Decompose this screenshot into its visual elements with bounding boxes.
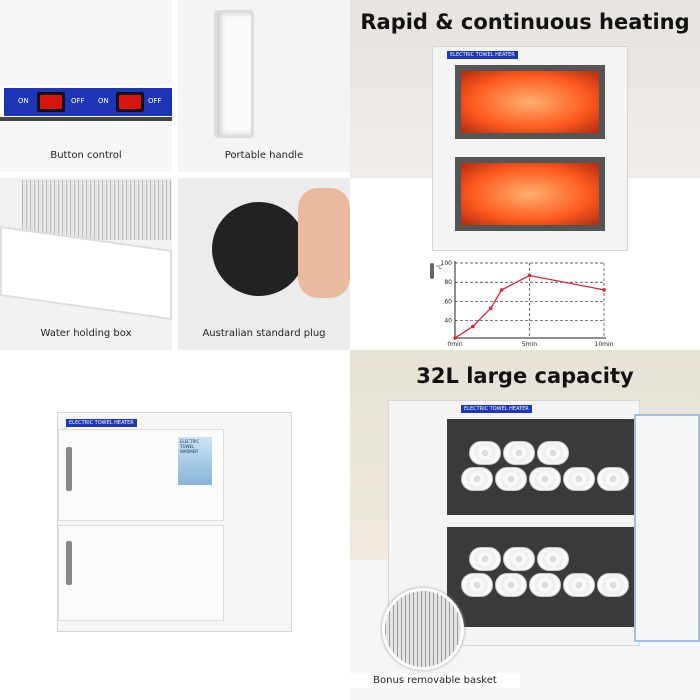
basket-caption: Bonus removable basket [350, 673, 520, 688]
handle [214, 10, 254, 138]
x-tick-label: 5min [522, 341, 537, 348]
data-point [527, 273, 532, 278]
plug-tile: Australian standard plug [178, 178, 350, 350]
capacity-panel: 32L large capacity ELECTRIC TOWEL HEATER… [350, 350, 700, 700]
button-control-tile: ON OFF ON OFF Button control [0, 0, 172, 172]
heating-panel: Rapid & continuous heating ELECTRIC TOWE… [350, 0, 700, 255]
power-switch [37, 92, 65, 112]
off-label: OFF [148, 97, 162, 105]
heating-chart-panel: °C 40 60 80 100 0min 5min 10min [350, 255, 700, 350]
rack [22, 180, 172, 240]
heater-cabinet: ELECTRIC TOWEL HEATER [432, 46, 628, 251]
on-label: ON [18, 97, 29, 105]
caption: Portable handle [224, 150, 304, 161]
data-point [499, 288, 504, 292]
y-tick-label: 40 [444, 318, 452, 325]
x-tick-label: 10min [595, 341, 614, 348]
off-label: OFF [71, 97, 85, 105]
on-label: ON [98, 97, 109, 105]
water-box [0, 225, 172, 321]
data-point [602, 288, 606, 292]
door-handle [66, 447, 72, 491]
button-panel: ON OFF ON OFF [4, 88, 172, 116]
data-point [471, 324, 475, 329]
towels [461, 573, 629, 597]
product-cabinet: ELECTRIC TOWEL HEATER ELECTRIC TOWEL WAR… [57, 412, 292, 632]
data-point [488, 306, 493, 310]
caption: Button control [50, 150, 122, 161]
caption: Australian standard plug [202, 328, 326, 339]
thermometer-icon [430, 263, 434, 279]
power-switch [116, 92, 144, 112]
y-tick-label: 80 [444, 279, 452, 286]
capacity-title: 32L large capacity [416, 364, 634, 388]
caption: Water holding box [40, 328, 132, 339]
portable-handle-tile: Portable handle [178, 0, 350, 172]
towels [469, 441, 569, 465]
plug [212, 202, 306, 296]
water-box-tile: Water holding box [0, 178, 172, 350]
y-unit: °C [436, 265, 443, 271]
product-label: ELECTRIC TOWEL HEATER [66, 419, 137, 427]
towels [461, 467, 629, 491]
x-tick-label: 0min [447, 341, 462, 348]
heating-title: Rapid & continuous heating [360, 10, 690, 34]
upper-chamber [455, 65, 605, 139]
y-tick-label: 100 [441, 260, 453, 267]
series-line [454, 274, 605, 339]
open-door [634, 414, 700, 642]
basket-inset [382, 588, 464, 670]
data-point [453, 336, 457, 340]
lower-door [58, 525, 224, 621]
cabinet-label: ELECTRIC TOWEL HEATER [461, 405, 532, 413]
y-tick-label: 60 [444, 298, 452, 305]
warmer-sticker: ELECTRIC TOWEL WARMER [178, 437, 212, 485]
door-handle [66, 541, 72, 585]
hand [298, 188, 350, 298]
heater-label: ELECTRIC TOWEL HEATER [447, 51, 518, 59]
lower-chamber [455, 157, 605, 231]
temperature-chart: °C 40 60 80 100 0min 5min 10min [430, 260, 614, 348]
towels [469, 547, 569, 571]
product-tile: ELECTRIC TOWEL HEATER ELECTRIC TOWEL WAR… [0, 350, 350, 700]
